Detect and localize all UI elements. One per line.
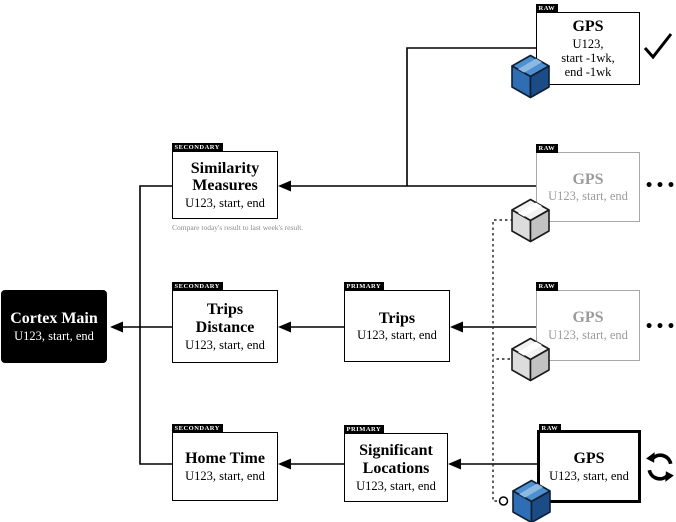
similarity-caption: Compare today's result to last week's re… (172, 223, 304, 232)
primary-tag: PRIMARY (343, 281, 385, 291)
node-subtitle: U123, start, end (548, 189, 628, 204)
gps-history-2-node: RAW GPS U123, start, end (535, 281, 640, 361)
node-title: Significant Locations (359, 442, 433, 477)
raw-tag: RAW (538, 423, 562, 433)
significant-locations-node: PRIMARY Significant Locations U123, star… (343, 424, 448, 502)
node-subtitle: U123, start, end (185, 196, 265, 211)
wire-secondary-trunk (139, 185, 172, 465)
node-title: Home Time (185, 450, 265, 468)
wire-gps-prev-to-similarity (406, 47, 536, 186)
gps-history-1-node: RAW GPS U123, start, end (535, 143, 640, 222)
secondary-tag: SECONDARY (171, 142, 223, 152)
data-cube-icon-gray (511, 337, 550, 382)
node-title: Trips (378, 309, 416, 327)
primary-tag: PRIMARY (343, 424, 385, 434)
similarity-measures-node: SECONDARY Similarity Measures U123, star… (171, 142, 278, 219)
node-subtitle: U123, start, end (549, 468, 629, 483)
lineage-port-circle (498, 496, 509, 506)
node-subtitle: U123, start, end (14, 328, 94, 343)
node-subtitle: U123, start, end (357, 328, 437, 343)
node-subtitle: U123, start -1wk, end -1wk (561, 36, 615, 79)
ellipsis-dots: ••• (644, 178, 676, 194)
home-time-node: SECONDARY Home Time U123, start, end (171, 423, 278, 501)
arrowhead-into-trips (450, 321, 463, 333)
secondary-tag: SECONDARY (171, 281, 223, 291)
node-title: GPS (573, 450, 605, 468)
trips-node: PRIMARY Trips U123, start, end (343, 281, 450, 362)
node-title: Trips Distance (195, 301, 255, 336)
gps-current-node: RAW GPS U123, start, end (537, 423, 641, 503)
arrowhead-into-hometime (278, 458, 291, 470)
arrowhead-into-tripsdistance (278, 321, 291, 333)
cortex-main-node: Cortex Main U123, start, end (1, 290, 107, 363)
gps-prev-week-node: RAW GPS U123, start -1wk, end -1wk (535, 3, 640, 85)
raw-tag: RAW (535, 281, 559, 291)
secondary-tag: SECONDARY (171, 423, 223, 433)
node-title: Similarity Measures (190, 159, 260, 195)
arrowhead-into-siglocations (448, 458, 461, 470)
data-cube-icon-blue (511, 54, 550, 99)
node-title: Cortex Main (10, 310, 98, 328)
refresh-icon (643, 449, 676, 485)
raw-tag: RAW (535, 3, 559, 13)
data-cube-icon-gray (511, 198, 550, 243)
node-title: GPS (572, 309, 604, 327)
node-subtitle: U123, start, end (548, 327, 628, 342)
node-subtitle: U123, start, end (356, 478, 436, 493)
ellipsis-icon: ••• (644, 319, 676, 335)
trips-distance-node: SECONDARY Trips Distance U123, start, en… (171, 281, 278, 363)
node-title: GPS (572, 170, 604, 188)
ellipsis-icon: ••• (644, 178, 676, 194)
check-icon (641, 28, 675, 64)
arrowhead-into-similarity (278, 180, 291, 192)
ellipsis-dots: ••• (644, 319, 676, 335)
dotted-lineage-link (492, 219, 513, 502)
arrowhead-into-cortex (110, 321, 123, 333)
node-subtitle: U123, start, end (185, 337, 265, 352)
node-subtitle: U123, start, end (185, 468, 265, 483)
raw-tag: RAW (535, 143, 559, 153)
node-title: GPS (572, 18, 604, 36)
data-cube-icon-blue (512, 479, 551, 522)
